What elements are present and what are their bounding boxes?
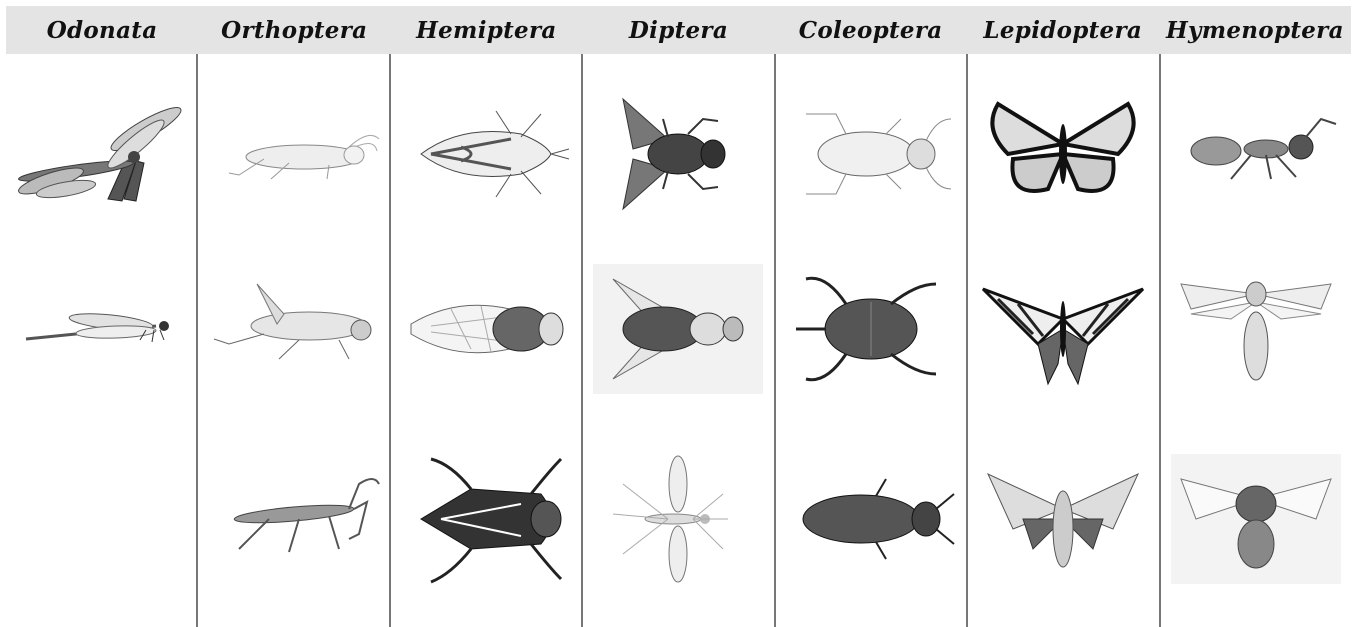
monarch-butterfly-icon (978, 89, 1148, 219)
header-coleoptera: Coleoptera (775, 6, 967, 54)
scarab-beetle-icon (786, 264, 956, 394)
slot-hemiptera-2 (391, 254, 581, 404)
column-lepidoptera (966, 54, 1158, 627)
column-hymenoptera (1159, 54, 1351, 627)
ant-icon (1171, 89, 1341, 219)
slot-hemiptera-1 (391, 79, 581, 229)
column-hemiptera (389, 54, 581, 627)
header-row: Odonata Orthoptera Hemiptera Diptera Col… (6, 6, 1351, 54)
slot-diptera-1 (583, 79, 773, 229)
slot-diptera-3 (583, 444, 773, 594)
grasshopper-icon (209, 89, 379, 219)
slot-coleoptera-1 (776, 79, 966, 229)
header-orthoptera: Orthoptera (198, 6, 390, 54)
housefly-icon (593, 89, 763, 219)
insect-grid (6, 54, 1351, 627)
horsefly-icon (593, 264, 763, 394)
wasp-icon (1171, 264, 1341, 394)
slot-orthoptera-3 (198, 444, 388, 594)
leafhopper-icon (401, 89, 571, 219)
moth-icon (978, 454, 1148, 584)
slot-lepidoptera-1 (968, 79, 1158, 229)
giant-water-bug-icon (401, 454, 571, 584)
longhorn-beetle-icon (786, 89, 956, 219)
column-diptera (581, 54, 773, 627)
slot-lepidoptera-3 (968, 444, 1158, 594)
dragonfly-perched-icon (16, 89, 186, 219)
slot-hymenoptera-1 (1161, 79, 1351, 229)
cicada-icon (401, 264, 571, 394)
slot-coleoptera-2 (776, 254, 966, 404)
header-diptera: Diptera (582, 6, 774, 54)
darkling-beetle-icon (786, 454, 956, 584)
column-orthoptera (196, 54, 388, 627)
header-odonata: Odonata (6, 6, 198, 54)
slot-orthoptera-2 (198, 254, 388, 404)
slot-hymenoptera-3 (1161, 444, 1351, 594)
column-odonata (6, 54, 196, 627)
header-hemiptera: Hemiptera (390, 6, 582, 54)
header-lepidoptera: Lepidoptera (967, 6, 1159, 54)
slot-hymenoptera-2 (1161, 254, 1351, 404)
mosquito-icon (593, 454, 763, 584)
slot-lepidoptera-2 (968, 254, 1158, 404)
slot-diptera-2 (583, 254, 773, 404)
slot-odonata-2 (6, 254, 196, 404)
header-hymenoptera: Hymenoptera (1159, 6, 1351, 54)
swallowtail-butterfly-icon (978, 264, 1148, 394)
slot-odonata-1 (6, 79, 196, 229)
slot-orthoptera-1 (198, 79, 388, 229)
cricket-icon (209, 264, 379, 394)
damselfly-icon (16, 264, 186, 394)
praying-mantis-icon (209, 454, 379, 584)
slot-coleoptera-3 (776, 444, 966, 594)
slot-hemiptera-3 (391, 444, 581, 594)
bee-icon (1171, 454, 1341, 584)
column-coleoptera (774, 54, 966, 627)
